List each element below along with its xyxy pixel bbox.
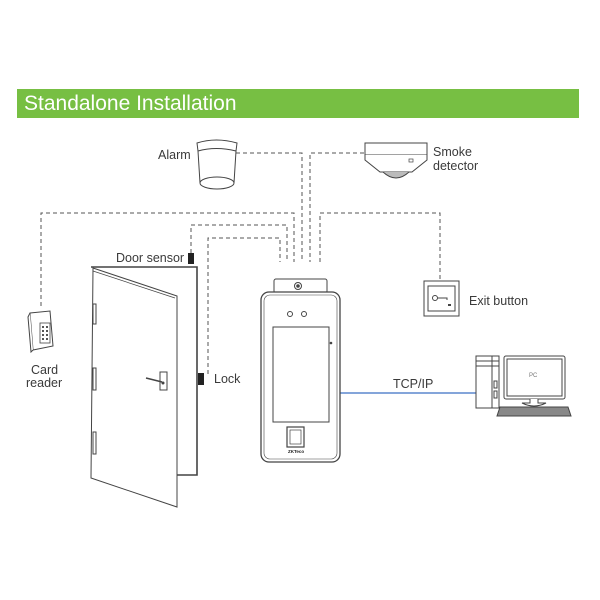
alarm-icon — [196, 139, 238, 190]
card-reader-label-line2: reader — [26, 376, 63, 390]
lock-label: Lock — [214, 372, 241, 386]
tcpip-label: TCP/IP — [393, 377, 434, 391]
pc-label: PC — [529, 373, 538, 379]
device-brand-label: ZKTeco — [288, 449, 305, 454]
door-sensor-wire — [190, 224, 288, 262]
door-sensor-icon — [188, 253, 194, 264]
lock-icon — [198, 373, 204, 385]
smoke-detector-icon — [364, 142, 428, 179]
smoke-detector-label-line1: Smoke — [433, 145, 472, 159]
face-recognition-terminal — [260, 278, 341, 463]
section-title: Standalone Installation — [24, 92, 237, 115]
exit-button-icon — [423, 280, 460, 317]
exit-button-wire — [319, 212, 441, 282]
section-banner: Standalone Installation — [17, 89, 579, 118]
alarm-wire — [236, 152, 303, 262]
smoke-detector-wire — [309, 152, 364, 262]
pc-icon — [475, 355, 572, 417]
lock-wire — [207, 237, 281, 374]
door-sensor-label: Door sensor — [116, 251, 185, 265]
alarm-label: Alarm — [158, 148, 191, 162]
exit-button-label: Exit button — [469, 294, 529, 308]
card-reader-wire — [40, 212, 295, 306]
card-reader-icon — [27, 310, 54, 354]
door-icon — [90, 266, 198, 508]
smoke-detector-label-line2: detector — [433, 159, 479, 173]
card-reader-label-line1: Card — [31, 363, 59, 377]
